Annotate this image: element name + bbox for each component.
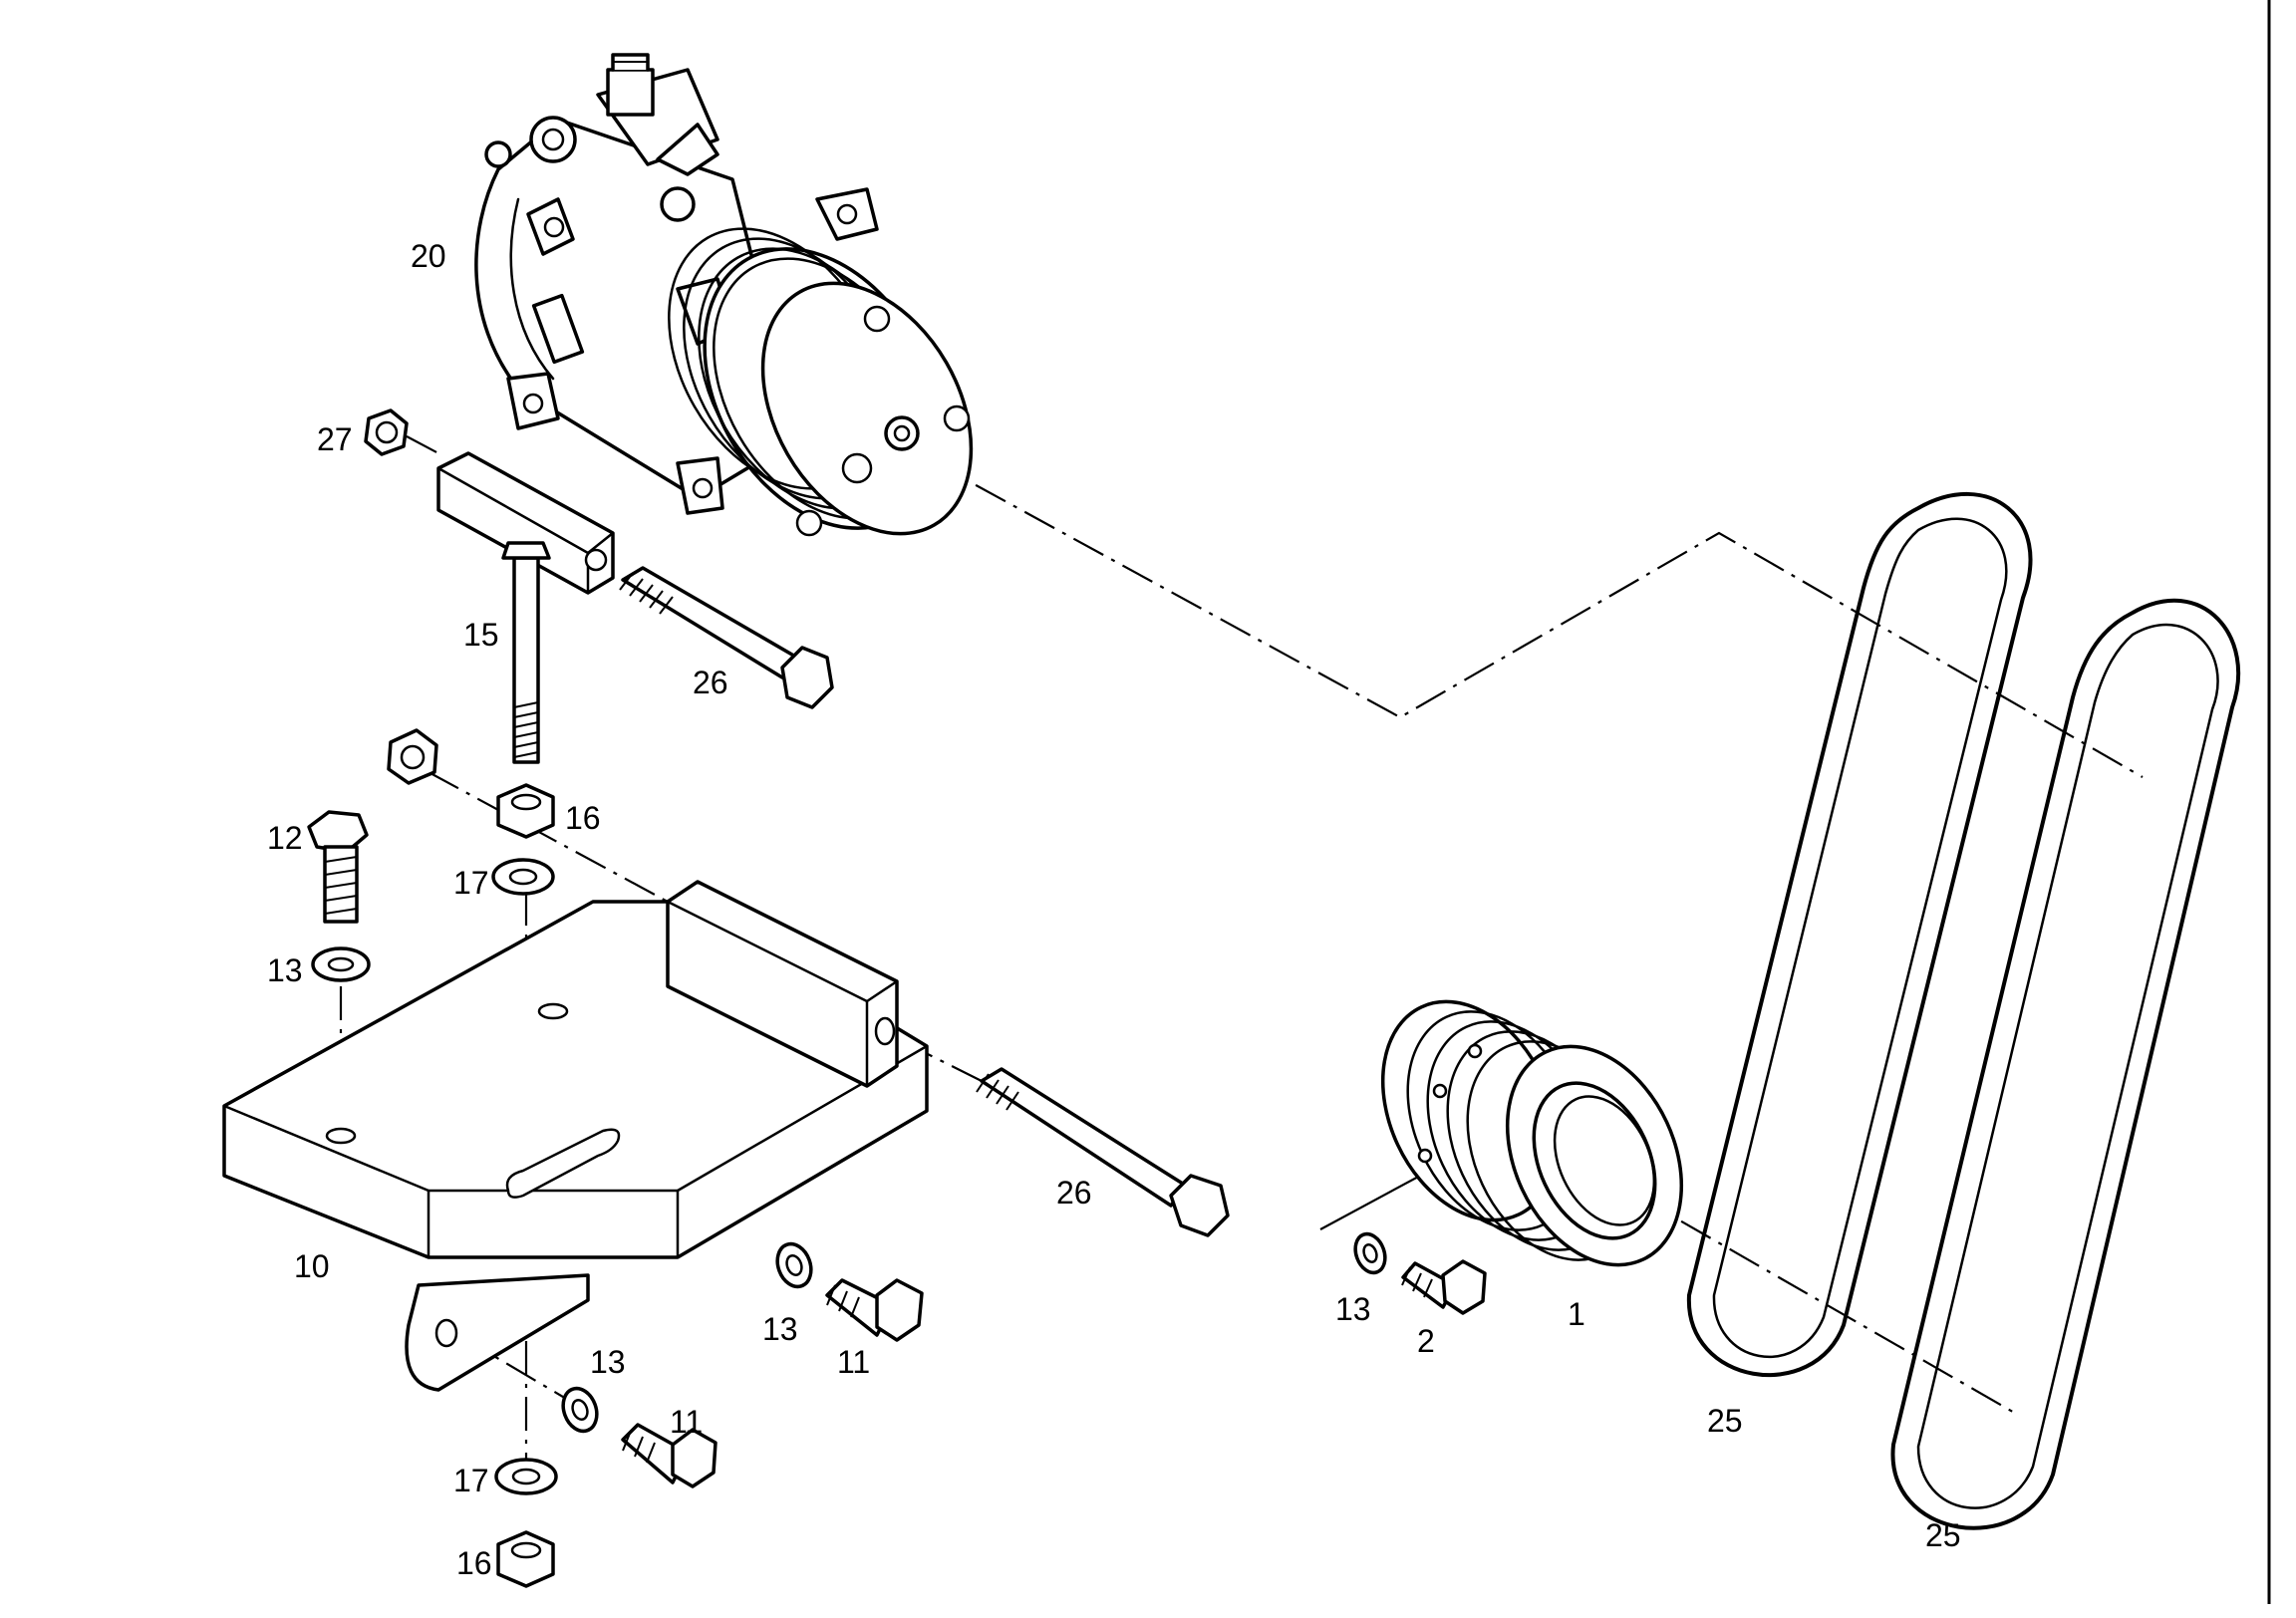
callout-10: 10: [294, 1248, 330, 1284]
callout-16-lower: 16: [456, 1545, 492, 1581]
bolt-12: [307, 810, 369, 924]
bolt-11-upper: [825, 1278, 924, 1342]
washer-17-upper: [491, 858, 555, 896]
callout-17-upper: 17: [453, 865, 489, 901]
bolt-26-upper: [619, 566, 834, 709]
washer-13-pulley: [1353, 1231, 1387, 1275]
callout-11-lower: 11: [670, 1404, 703, 1440]
callout-13-lower: 13: [590, 1344, 626, 1380]
nut-left: [387, 728, 438, 785]
callout-1: 1: [1568, 1296, 1585, 1332]
washer-13-top: [311, 946, 371, 982]
callout-26-upper: 26: [693, 665, 728, 700]
crank-pulley: [1380, 999, 1684, 1267]
nut-16-upper: [496, 783, 555, 839]
washer-17-lower: [494, 1458, 558, 1495]
callout-27: 27: [317, 421, 353, 457]
callout-2: 2: [1417, 1323, 1435, 1359]
callout-15: 15: [463, 617, 499, 653]
nut-27: [364, 408, 439, 456]
callout-25-right: 25: [1925, 1517, 1961, 1553]
callout-26-lower: 26: [1056, 1175, 1092, 1211]
callout-12: 12: [267, 820, 303, 856]
callout-13-top: 13: [267, 952, 303, 988]
washer-13-plate-right: [775, 1241, 813, 1289]
callout-16-upper: 16: [565, 800, 601, 836]
callout-17-lower: 17: [453, 1463, 489, 1498]
nut-16-lower: [496, 1530, 555, 1588]
drive-belt-1: [1686, 491, 2033, 1378]
compressor: [474, 53, 974, 537]
callout-20: 20: [411, 238, 446, 274]
bolt-11-lower: [621, 1423, 718, 1488]
callout-25-left: 25: [1707, 1403, 1743, 1439]
mounting-plate: [222, 880, 929, 1392]
callout-11-upper: 11: [837, 1344, 870, 1380]
drive-belt-2: [1890, 598, 2241, 1530]
stud-thread: [513, 701, 539, 758]
bolt-2: [1401, 1259, 1487, 1315]
callouts: 20 27 15 26 16 12 17 13 26 10 13 11 13 1…: [267, 238, 1961, 1581]
washer-13-lower: [561, 1386, 599, 1434]
bolt-26-lower: [976, 1067, 1230, 1237]
callout-13-plate: 13: [762, 1311, 798, 1347]
callout-13-pulley: 13: [1335, 1291, 1371, 1327]
adjusting-block: [436, 451, 615, 764]
